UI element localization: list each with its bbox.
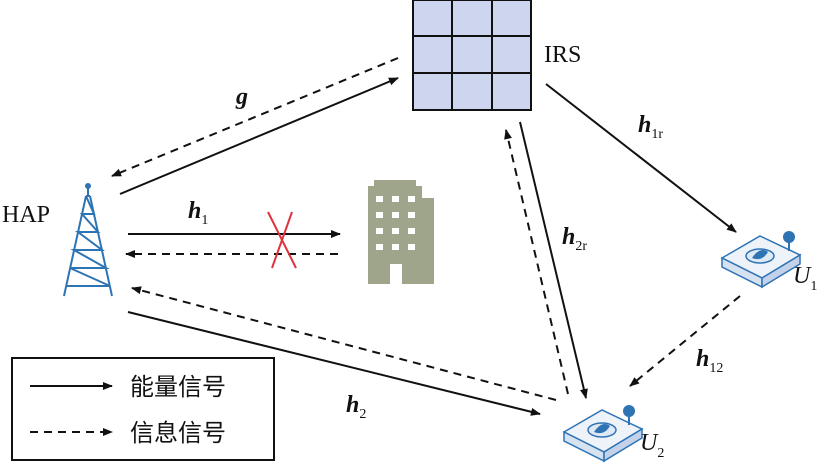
link-h1-label: h1	[188, 198, 208, 228]
u1-label: U1	[793, 263, 817, 294]
hap-tower-icon	[63, 183, 113, 297]
legend-energy-label: 能量信号	[130, 373, 226, 401]
link-g-label: g	[235, 84, 248, 110]
legend: 能量信号 信息信号	[11, 357, 275, 461]
irs-panel	[412, 0, 532, 111]
link-h2r-info	[504, 129, 569, 395]
link-h1r-label: h1r	[638, 112, 663, 142]
blocked-cross-icon	[267, 211, 297, 269]
hap-label: HAP	[2, 202, 50, 228]
link-h2r-energy	[519, 121, 588, 399]
legend-info-label: 信息信号	[130, 419, 226, 447]
link-h1r-energy	[545, 83, 737, 233]
link-h12-info	[629, 295, 741, 387]
link-h2r-label: h2r	[562, 224, 587, 254]
u2-label: U2	[640, 430, 664, 461]
link-h2-energy	[127, 311, 541, 416]
u1-device-icon	[720, 231, 802, 289]
link-h2-label: h2	[346, 392, 366, 422]
irs-label: IRS	[544, 42, 581, 68]
link-h12-label: h12	[696, 346, 723, 376]
link-g-info	[111, 57, 399, 177]
link-g-energy	[119, 77, 399, 195]
u2-device-icon	[562, 405, 644, 463]
building-icon	[368, 180, 434, 284]
link-h2-info	[131, 286, 557, 401]
